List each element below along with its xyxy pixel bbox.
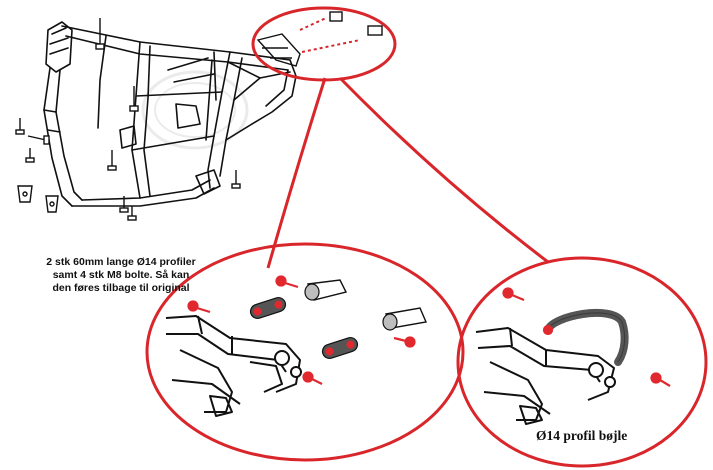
frame-fasteners [15,18,241,221]
bolt-5 [502,287,525,302]
right-detail-ellipse [456,256,708,468]
bolt-7 [650,372,671,387]
installation-note-line-3: den føres tilbage til original [52,282,190,294]
installation-note: 2 stk 60mm lange Ø14 profiler samt 4 stk… [16,256,226,295]
bolt-2 [187,300,211,314]
bolt-4 [393,336,416,348]
watermark-logo [141,70,249,150]
bolt-6 [542,324,554,336]
left-detail-bolts [187,275,416,385]
connector-line-left [266,77,327,269]
left-detail-ellipse [145,242,465,462]
hoop-label: Ø14 profil bøjle [536,428,628,443]
right-detail-frame [475,327,616,425]
bushing-1 [304,279,348,301]
connector-line-right [338,76,549,264]
left-detail-frame [165,315,302,417]
bolt-1 [275,275,299,289]
right-detail-bolts [502,287,671,387]
callout-ellipses [145,6,708,468]
installation-note-line-1: 2 stk 60mm lange Ø14 profiler [46,256,196,268]
profile-hoop [544,309,629,366]
left-detail-parts [249,279,427,359]
profile-bar-2 [321,337,359,359]
motorcycle-frame-drawing [43,21,297,207]
top-callout-contents [256,11,383,67]
bolt-3 [302,371,323,385]
installation-note-line-2: samt 4 stk M8 bolte. Så kan [52,269,190,281]
profile-bar-1 [249,297,287,319]
bushing-2 [382,307,427,331]
